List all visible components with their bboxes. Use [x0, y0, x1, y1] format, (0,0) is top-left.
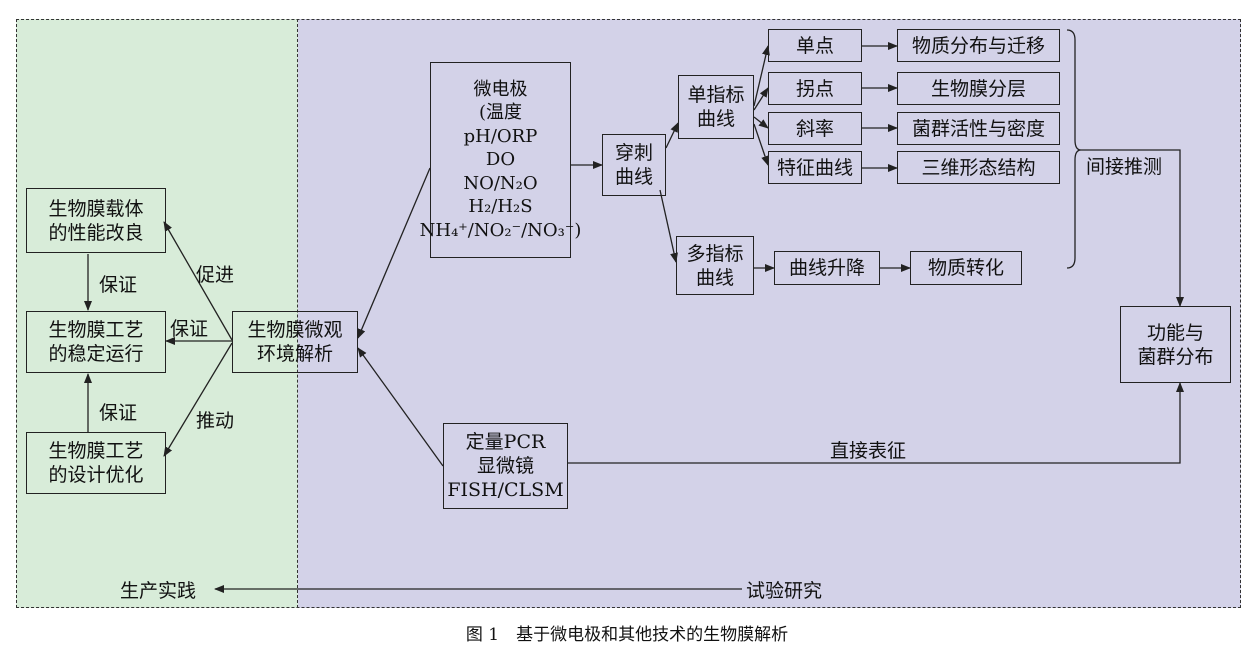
microbial-activity-box: 菌群活性与密度 [897, 112, 1060, 145]
guarantee-top-label: 保证 [99, 274, 138, 296]
single-index-curve-box: 单指标 曲线 [678, 75, 754, 139]
edge-promote [163, 221, 233, 341]
multi-line-2: 曲线 [695, 266, 734, 289]
single-line-1: 单指标 [687, 84, 745, 106]
layering-label: 生物膜分层 [930, 77, 1026, 100]
structure-label: 三维形态结构 [921, 156, 1036, 179]
microelectrode-box: 微电极 (温度 pH/ORP DO NO/N₂O H₂/H₂S NH₄⁺/NO₂… [420, 62, 581, 258]
rise-fall-label: 曲线升降 [788, 257, 865, 279]
single-point-box: 单点 [768, 29, 862, 62]
edge-single-slope [753, 116, 769, 129]
edge-puncture-multi [659, 189, 678, 263]
activity-label: 菌群活性与密度 [911, 117, 1045, 140]
edge-single-feature [753, 123, 769, 166]
distribution-label: 物质分布与迁移 [911, 34, 1045, 57]
stable-operation-box: 生物膜工艺 的稳定运行 [26, 311, 166, 373]
single-line-2: 曲线 [696, 108, 735, 130]
edge-microelectrode-analysis [357, 167, 431, 339]
techniques-line-1: 定量PCR [465, 431, 546, 453]
carrier-line-1: 生物膜载体 [48, 197, 144, 220]
curve-rise-fall-box: 曲线升降 [774, 251, 880, 285]
research-region [298, 19, 1241, 608]
function-line-2: 菌群分布 [1137, 345, 1214, 368]
carrier-line-2: 的性能改良 [48, 221, 144, 244]
feature-curve-box: 特征曲线 [768, 151, 862, 184]
microelectrode-line-4: DO [485, 149, 516, 171]
puncture-line-2: 曲线 [614, 166, 653, 188]
edge-techniques-analysis [357, 347, 444, 467]
edge-drive [163, 342, 233, 457]
edge-indirect-function [1081, 149, 1184, 307]
drive-label: 推动 [196, 410, 235, 432]
design-optimization-box: 生物膜工艺 的设计优化 [26, 432, 166, 494]
analysis-line-2: 环境解析 [256, 343, 333, 365]
design-line-2: 的设计优化 [48, 464, 144, 486]
inflection-point-box: 拐点 [768, 72, 862, 105]
3d-structure-box: 三维形态结构 [897, 151, 1060, 184]
edge-single-point [753, 45, 770, 107]
carrier-improvement-box: 生物膜载体 的性能改良 [26, 188, 166, 253]
substance-distribution-box: 物质分布与迁移 [897, 29, 1060, 62]
slope-label: 斜率 [795, 117, 834, 140]
conversion-label: 物质转化 [927, 257, 1004, 279]
techniques-box: 定量PCR 显微镜 FISH/CLSM [443, 423, 568, 509]
diagram-border [16, 19, 1241, 608]
function-distribution-box: 功能与 菌群分布 [1120, 306, 1231, 383]
stable-line-1: 生物膜工艺 [48, 319, 144, 341]
slope-box: 斜率 [768, 112, 862, 145]
substance-conversion-box: 物质转化 [910, 251, 1022, 285]
experimental-research-label: 试验研究 [746, 580, 823, 602]
multi-index-curve-box: 多指标 曲线 [676, 236, 754, 295]
microelectrode-line-2: (温度 [478, 102, 523, 124]
edge-puncture-single [665, 122, 679, 149]
multi-line-1: 多指标 [686, 242, 744, 265]
guarantee-bottom-label: 保证 [99, 402, 138, 424]
stable-line-2: 的稳定运行 [48, 343, 144, 365]
practice-region [16, 19, 298, 608]
indirect-brace [1066, 29, 1082, 269]
feature-curve-label: 特征曲线 [776, 156, 853, 179]
promote-label: 促进 [196, 264, 235, 286]
biofilm-layering-box: 生物膜分层 [897, 72, 1060, 105]
microelectrode-line-5: NO/N₂O [463, 172, 538, 194]
function-line-1: 功能与 [1146, 321, 1204, 344]
techniques-line-2: 显微镜 [476, 455, 534, 477]
puncture-curve-box: 穿刺 曲线 [602, 134, 666, 196]
edge-direct-function [568, 382, 1184, 464]
guarantee-mid-label: 保证 [170, 318, 209, 340]
analysis-line-1: 生物膜微观 [247, 319, 343, 341]
direct-characterization-label: 直接表征 [830, 440, 907, 462]
production-practice-label: 生产实践 [120, 580, 197, 602]
figure-caption: 图 1 基于微电极和其他技术的生物膜解析 [465, 625, 789, 645]
inflection-point-label: 拐点 [795, 77, 834, 100]
microelectrode-line-6: H₂/H₂S [468, 196, 533, 218]
puncture-line-1: 穿刺 [614, 142, 653, 164]
design-line-1: 生物膜工艺 [48, 440, 144, 462]
micro-environment-analysis-box: 生物膜微观 环境解析 [232, 311, 358, 373]
microelectrode-line-1: 微电极 [473, 78, 528, 100]
region-divider [297, 19, 298, 608]
single-point-label: 单点 [795, 34, 834, 57]
edge-single-inflection [753, 87, 769, 111]
microelectrode-line-7: NH₄⁺/NO₂⁻/NO₃⁻) [419, 219, 582, 241]
indirect-inference-label: 间接推测 [1086, 156, 1163, 178]
techniques-line-3: FISH/CLSM [447, 479, 564, 501]
microelectrode-line-3: pH/ORP [463, 125, 538, 147]
